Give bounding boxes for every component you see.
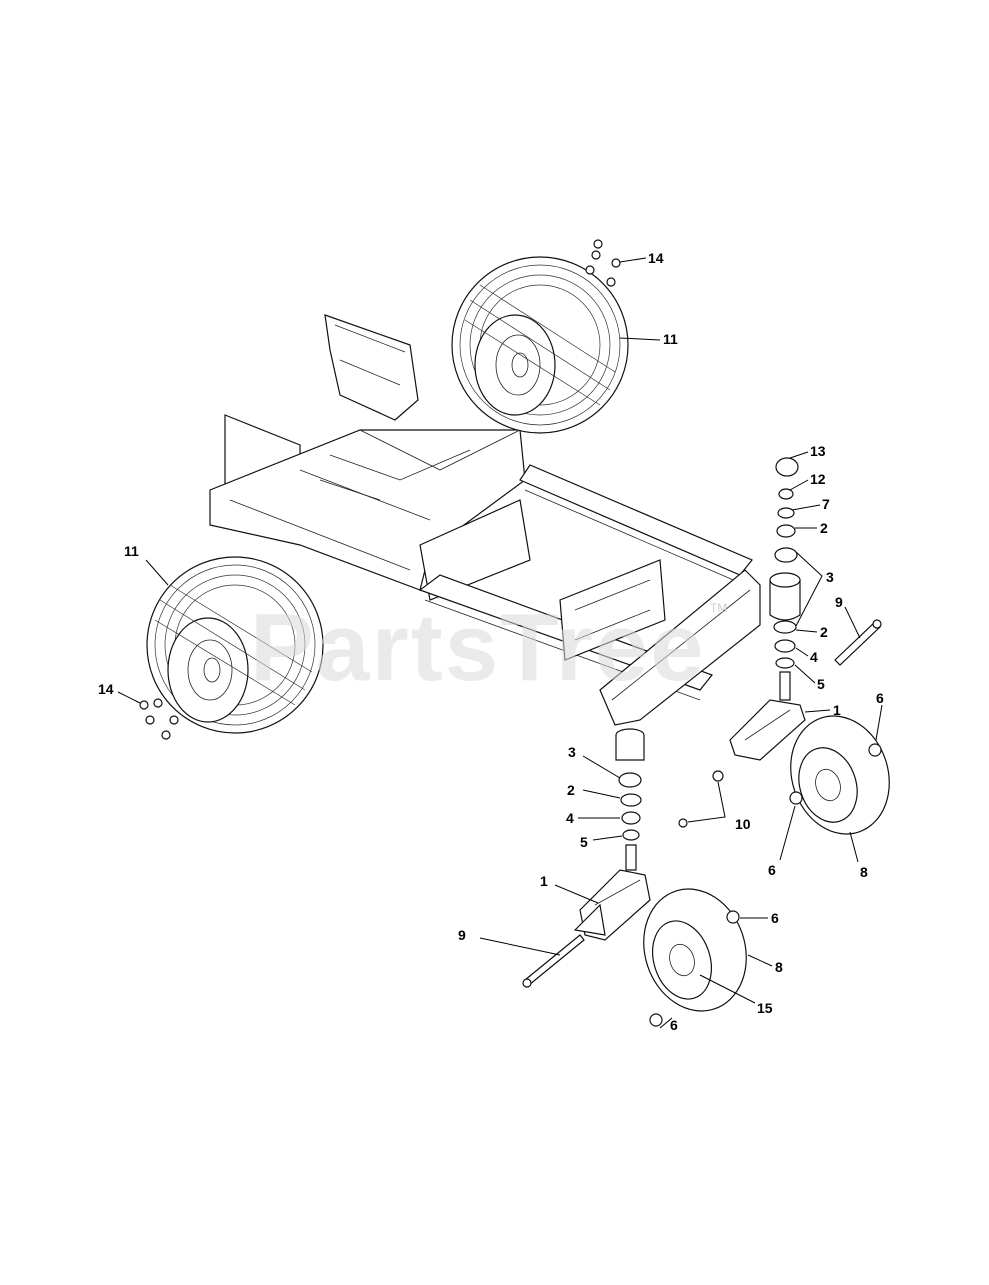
callout-6-right-bottom: 6 bbox=[768, 862, 776, 878]
callout-6-right-top: 6 bbox=[876, 690, 884, 706]
callout-14-top: 14 bbox=[648, 250, 664, 266]
callout-2-right-upper: 2 bbox=[820, 520, 828, 536]
rear-wheel-left bbox=[146, 556, 324, 734]
callout-9-left: 9 bbox=[458, 927, 466, 943]
callout-8-right: 8 bbox=[860, 864, 868, 880]
washers-10 bbox=[678, 770, 724, 828]
front-wheel-right bbox=[789, 715, 890, 835]
left-spindle-stack bbox=[573, 772, 651, 941]
callout-14-left: 14 bbox=[98, 681, 114, 697]
callout-3-right: 3 bbox=[826, 569, 834, 585]
callout-6-left-top: 6 bbox=[771, 910, 779, 926]
axle-bolt-right bbox=[834, 619, 882, 666]
lug-nuts-top bbox=[585, 239, 621, 287]
callout-5-right: 5 bbox=[817, 676, 825, 692]
callout-11-left: 11 bbox=[124, 543, 139, 559]
callout-15: 15 bbox=[757, 1000, 773, 1016]
watermark-text: PartsTree bbox=[250, 594, 706, 701]
callout-8-left: 8 bbox=[775, 959, 783, 975]
lug-nuts-left bbox=[139, 698, 179, 740]
callout-12: 12 bbox=[810, 471, 826, 487]
callout-10: 10 bbox=[735, 816, 751, 832]
front-wheel-left bbox=[643, 888, 747, 1027]
callout-7: 7 bbox=[822, 496, 830, 512]
callout-5-left: 5 bbox=[580, 834, 588, 850]
axle-bolt-left bbox=[522, 934, 585, 988]
callout-4-right: 4 bbox=[810, 649, 818, 665]
callout-2-left: 2 bbox=[567, 782, 575, 798]
callout-2-right-lower: 2 bbox=[820, 624, 828, 640]
callout-4-left: 4 bbox=[566, 810, 574, 826]
callout-1-left: 1 bbox=[540, 873, 548, 889]
callout-labels: 14 11 13 12 7 2 3 9 2 4 5 1 6 11 14 3 2 … bbox=[98, 250, 884, 1033]
frame-chassis bbox=[209, 314, 761, 761]
callout-1-right: 1 bbox=[833, 702, 841, 718]
callout-13: 13 bbox=[810, 443, 826, 459]
right-spindle-stack bbox=[729, 457, 806, 761]
rear-wheel-top bbox=[451, 256, 629, 434]
callout-11-top: 11 bbox=[663, 331, 678, 347]
watermark-tm: TM bbox=[710, 601, 727, 615]
callout-9-right: 9 bbox=[835, 594, 843, 610]
callout-6-left-bottom: 6 bbox=[670, 1017, 678, 1033]
callout-3-left: 3 bbox=[568, 744, 576, 760]
leader-lines bbox=[117, 257, 883, 1029]
